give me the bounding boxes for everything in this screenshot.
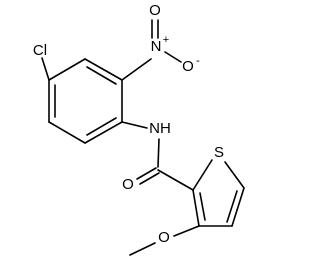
bond-ring [84, 58, 123, 81]
bond-nh-carbonyl [157, 138, 160, 168]
bond-c-o-double [139, 172, 160, 185]
atom-o-nitro-top: O [149, 2, 161, 19]
nitro-n-positive-charge: + [163, 34, 169, 46]
chlorophenyl-ring [48, 58, 123, 144]
atom-o-carbonyl: O [122, 176, 134, 193]
bond-thiophene-c2-s [192, 159, 213, 191]
bond-thiophene-c5-c4 [231, 187, 245, 227]
bond-ring [48, 121, 86, 144]
bond-n-o-single [164, 51, 182, 63]
bond-c-nh [121, 121, 148, 129]
bond-ring-inner [86, 66, 117, 85]
bond-c-o-double [136, 167, 157, 180]
bond-thiophene-c5-c4-inner [226, 190, 238, 223]
nitro-o-negative-charge: - [196, 55, 200, 67]
bond-c3-o-methoxy [173, 225, 200, 237]
bond-thiophene-c3-c2-inner [199, 192, 206, 221]
bond-o-methyl [129, 242, 156, 256]
thiophene-ring [192, 159, 245, 227]
bond-ring [84, 121, 123, 144]
atom-o-nitro-side: O [182, 58, 194, 75]
atom-n-nitro: N [151, 38, 162, 55]
chemical-structure-diagram: Cl N + O O - NH O S O [33, 2, 245, 256]
atom-nh: NH [149, 120, 171, 137]
atom-o-methoxy: O [158, 229, 170, 246]
atom-s: S [214, 144, 224, 161]
bond-ring-inner [86, 117, 117, 136]
bond-c-n-nitro [121, 58, 152, 81]
bond-carbonyl-thiophene [157, 169, 194, 191]
bond-thiophene-c3-c2 [192, 189, 200, 227]
bond-c-cl [41, 57, 50, 81]
bond-ring [48, 58, 86, 81]
atom-cl: Cl [33, 42, 47, 59]
bond-thiophene-s-c5 [224, 161, 245, 189]
